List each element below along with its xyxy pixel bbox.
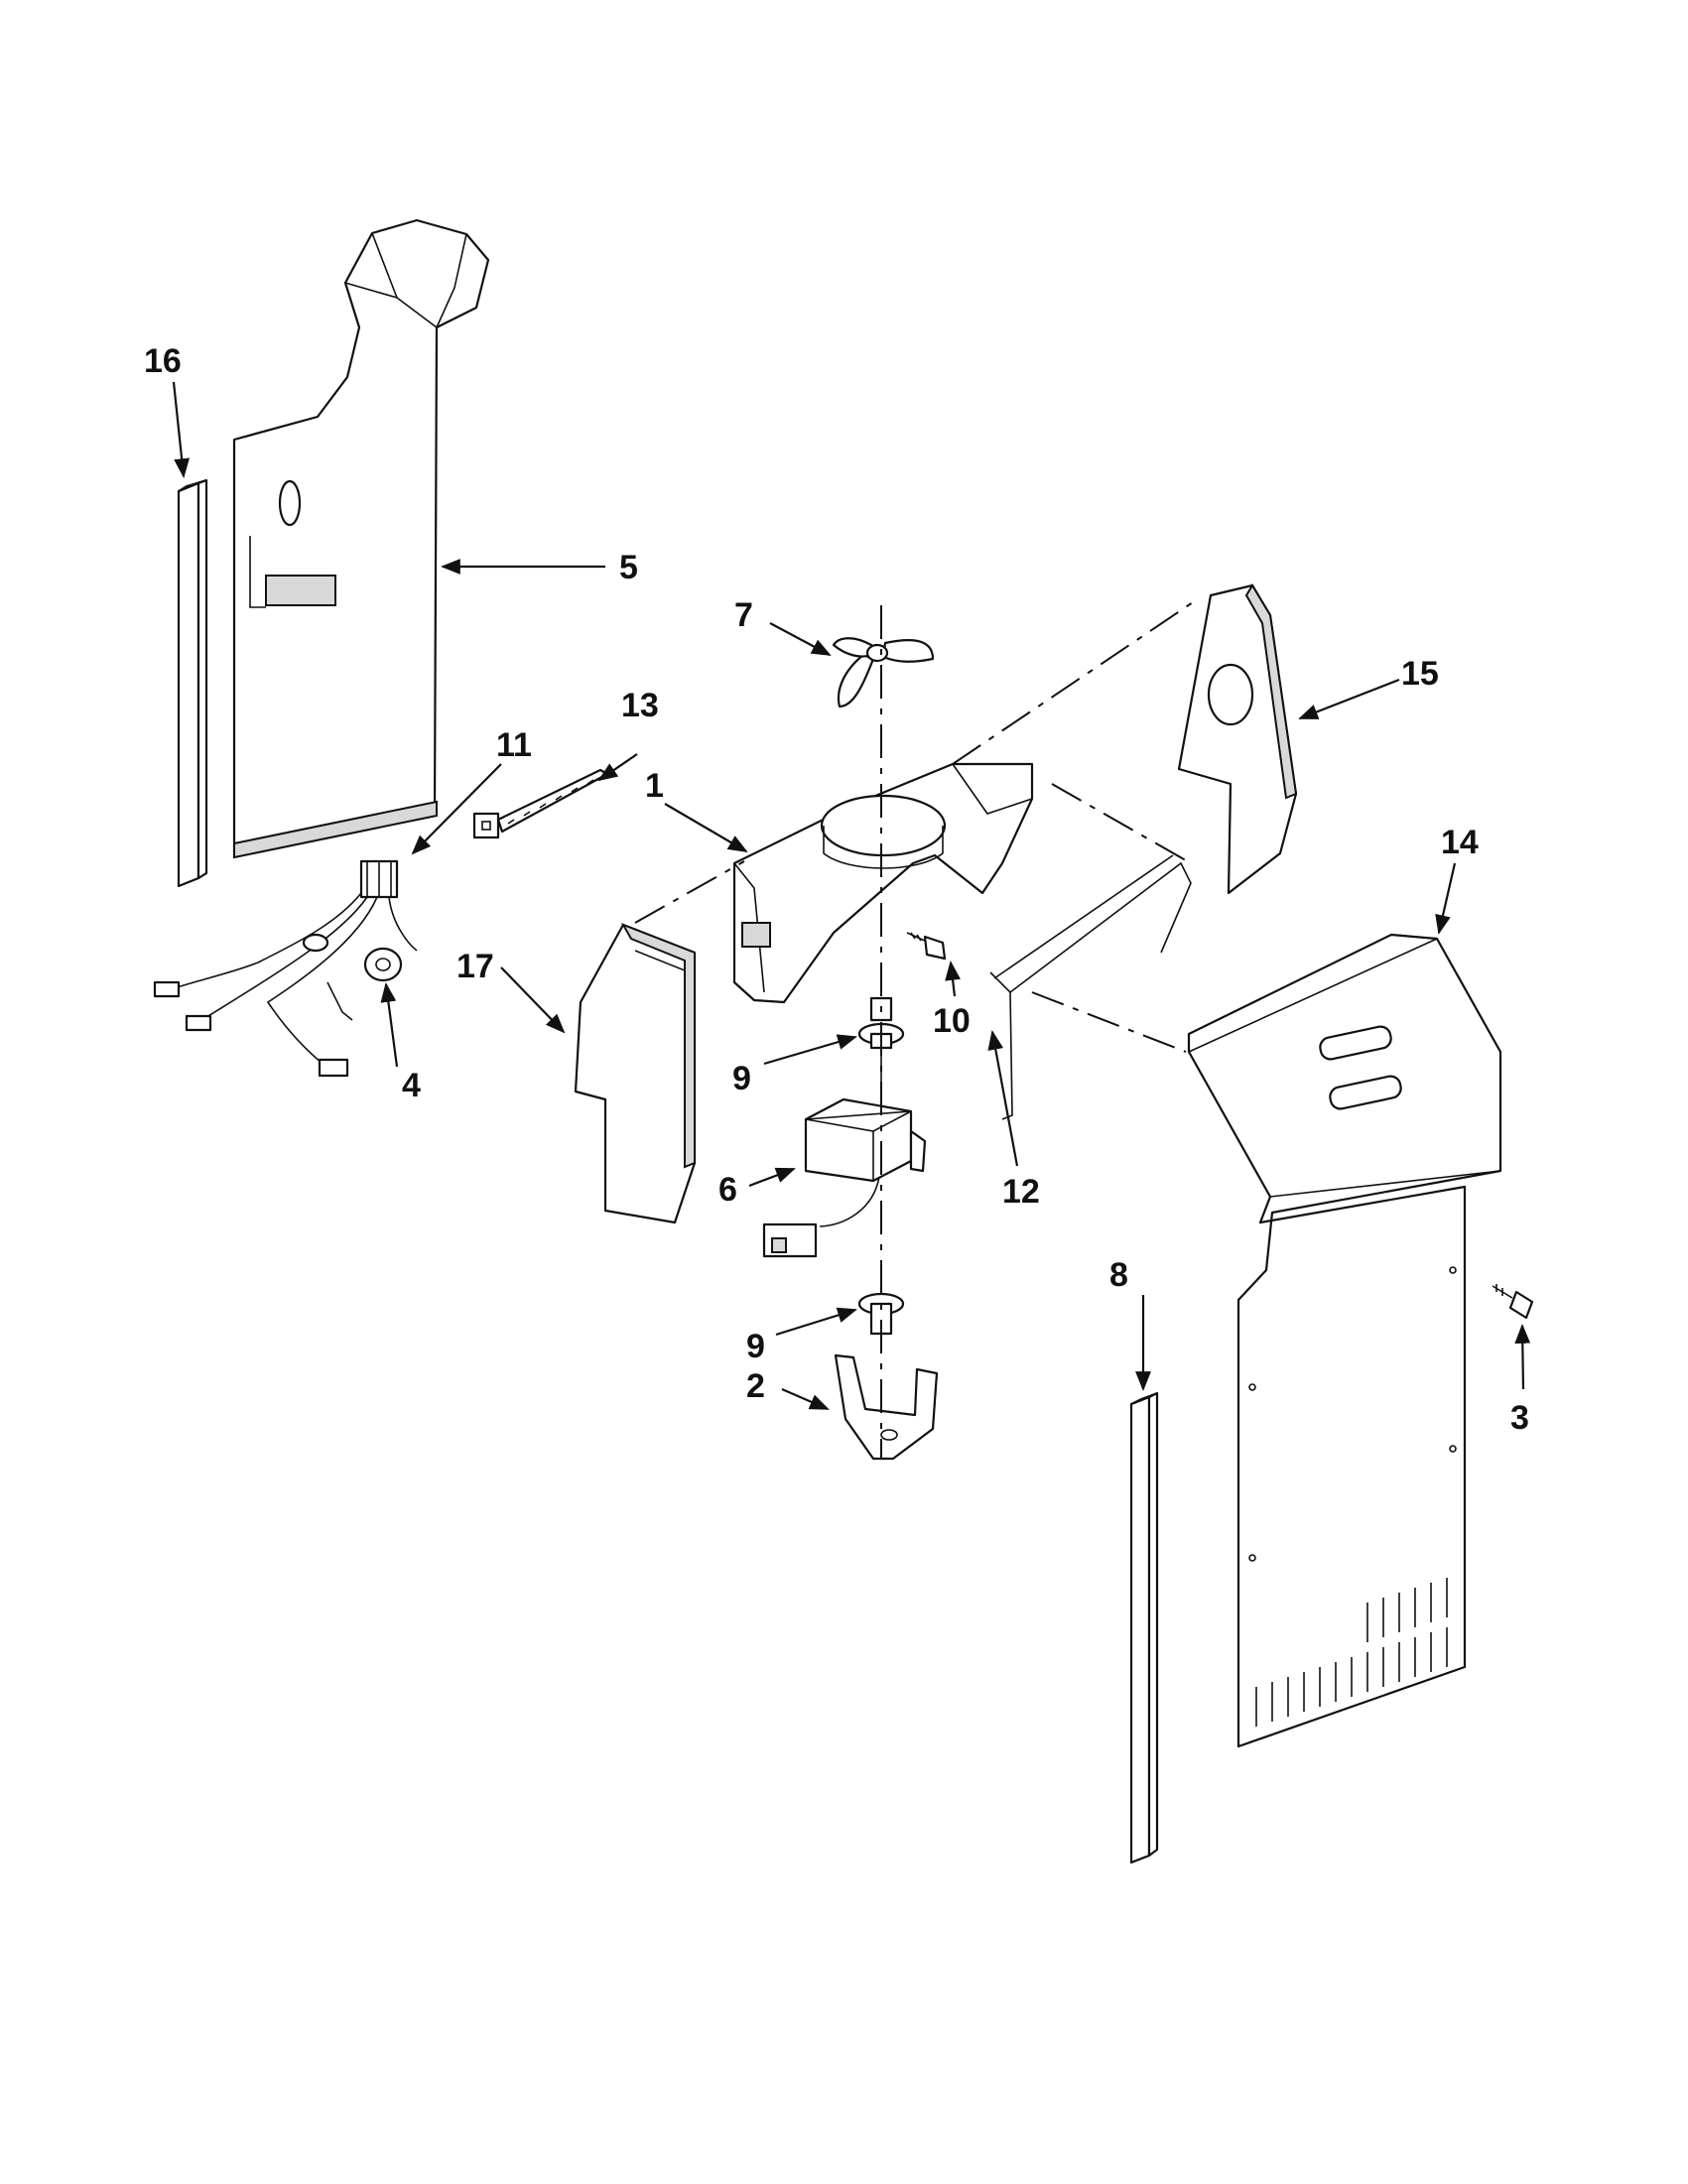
part-14-gasket-strip xyxy=(177,478,208,888)
part-8-gasket-strip xyxy=(1129,1391,1159,1864)
callout-5: 5 xyxy=(619,549,638,586)
vent-slots xyxy=(1255,1578,1448,1727)
callout-17: 17 xyxy=(456,948,494,985)
callout-6: 6 xyxy=(718,1171,737,1209)
part-12-wire-brace xyxy=(989,854,1192,1120)
callout-13: 13 xyxy=(621,687,659,724)
callout-labels: 16 5 7 15 13 11 1 14 17 4 10 9 12 6 9 8 … xyxy=(144,342,1529,1437)
leader-lines xyxy=(172,381,1531,1411)
callout-11: 11 xyxy=(496,726,532,764)
callout-1: 1 xyxy=(645,767,664,805)
part-10-screw xyxy=(906,932,947,961)
part-4-grommet xyxy=(363,947,403,982)
part-2-motor-bracket xyxy=(834,1353,939,1461)
part-13-cable-tie xyxy=(472,768,609,839)
part-6-fan-motor xyxy=(762,1052,927,1258)
callout-3: 3 xyxy=(1510,1399,1529,1437)
alignment-lines xyxy=(634,599,1197,1459)
part-7-fan-blade xyxy=(832,637,935,708)
callout-14: 16 xyxy=(144,342,182,380)
part-15-rear-cover xyxy=(1187,933,1502,1748)
callout-2: 2 xyxy=(746,1367,765,1405)
callout-8: 8 xyxy=(1109,1256,1128,1294)
callout-9-upper: 9 xyxy=(732,1060,751,1097)
part-11-wire-harness xyxy=(153,859,418,1078)
callout-9-lower: 9 xyxy=(746,1328,765,1365)
part-17-left-insulation xyxy=(574,923,697,1224)
callout-16: 15 xyxy=(1401,655,1439,693)
part-16-right-insulation xyxy=(1177,583,1298,895)
part-5-air-duct-panel xyxy=(232,218,490,859)
callout-4: 4 xyxy=(402,1067,421,1104)
part-1-fan-housing xyxy=(732,762,1034,1004)
callout-15: 14 xyxy=(1441,824,1479,861)
callout-7: 7 xyxy=(734,596,753,634)
callout-12: 12 xyxy=(1002,1173,1040,1211)
part-3-screw xyxy=(1492,1284,1534,1320)
callout-10: 10 xyxy=(933,1002,971,1040)
